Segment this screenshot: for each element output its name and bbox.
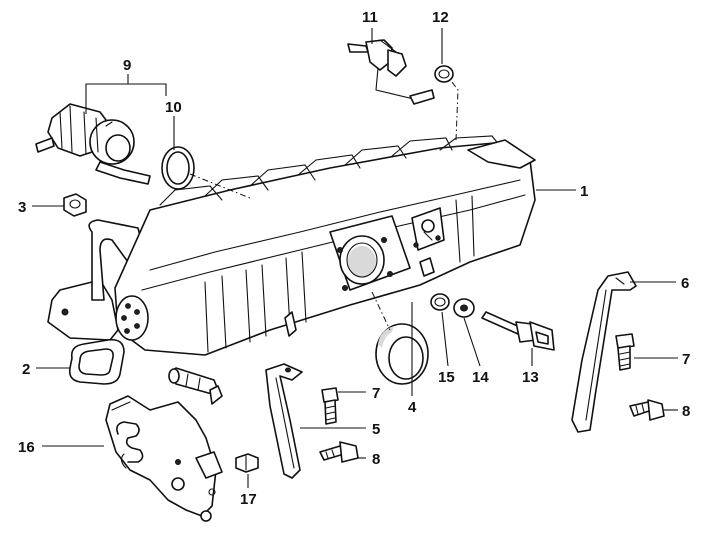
callout-14: 14 <box>472 369 489 386</box>
callout-12: 12 <box>432 9 449 26</box>
callout-2: 2 <box>22 361 30 378</box>
bolt-horizontal-middle <box>319 441 359 463</box>
callout-6: 6 <box>681 275 689 292</box>
bolt-right <box>615 333 635 371</box>
callout-5: 5 <box>372 421 380 438</box>
bolt-middle <box>321 387 339 425</box>
callout-1: 1 <box>580 183 588 200</box>
callout-11: 11 <box>362 9 378 26</box>
flange-gasket <box>68 338 125 385</box>
intake-manifold <box>47 135 536 356</box>
callout-8-right: 8 <box>682 403 690 420</box>
callout-9: 9 <box>123 57 131 74</box>
sensor-with-connector <box>481 311 555 351</box>
support-bracket-middle <box>265 363 303 479</box>
callout-8-middle: 8 <box>372 451 380 468</box>
leader-lines <box>32 28 678 488</box>
callout-3: 3 <box>18 199 26 216</box>
valve-mounting-axis <box>189 173 251 199</box>
bolt-short <box>235 453 259 473</box>
callout-7-middle: 7 <box>372 385 380 402</box>
valve-seal-ring <box>161 146 195 190</box>
callout-15: 15 <box>438 369 455 386</box>
callout-17: 17 <box>240 491 257 508</box>
hex-nut <box>63 193 87 217</box>
callout-7-right: 7 <box>682 351 690 368</box>
sensor-mounting-axis <box>451 81 459 141</box>
mounting-plate <box>105 367 223 522</box>
sealing-washer-small <box>430 293 450 311</box>
support-bracket-right <box>571 271 637 433</box>
callout-10: 10 <box>165 99 182 116</box>
temperature-sensor <box>347 39 435 105</box>
callout-4: 4 <box>408 399 417 416</box>
callout-13: 13 <box>522 369 539 386</box>
sensor-sealing-ring <box>434 65 454 83</box>
callout-16: 16 <box>18 439 35 456</box>
flat-washer <box>453 298 475 318</box>
bolt-horizontal-right <box>629 399 665 421</box>
callout-labels: 1 2 3 4 5 6 7 7 8 8 9 10 11 12 13 14 15 … <box>18 9 690 508</box>
idle-control-valve <box>35 103 151 185</box>
throttle-seal-ring <box>375 323 429 385</box>
